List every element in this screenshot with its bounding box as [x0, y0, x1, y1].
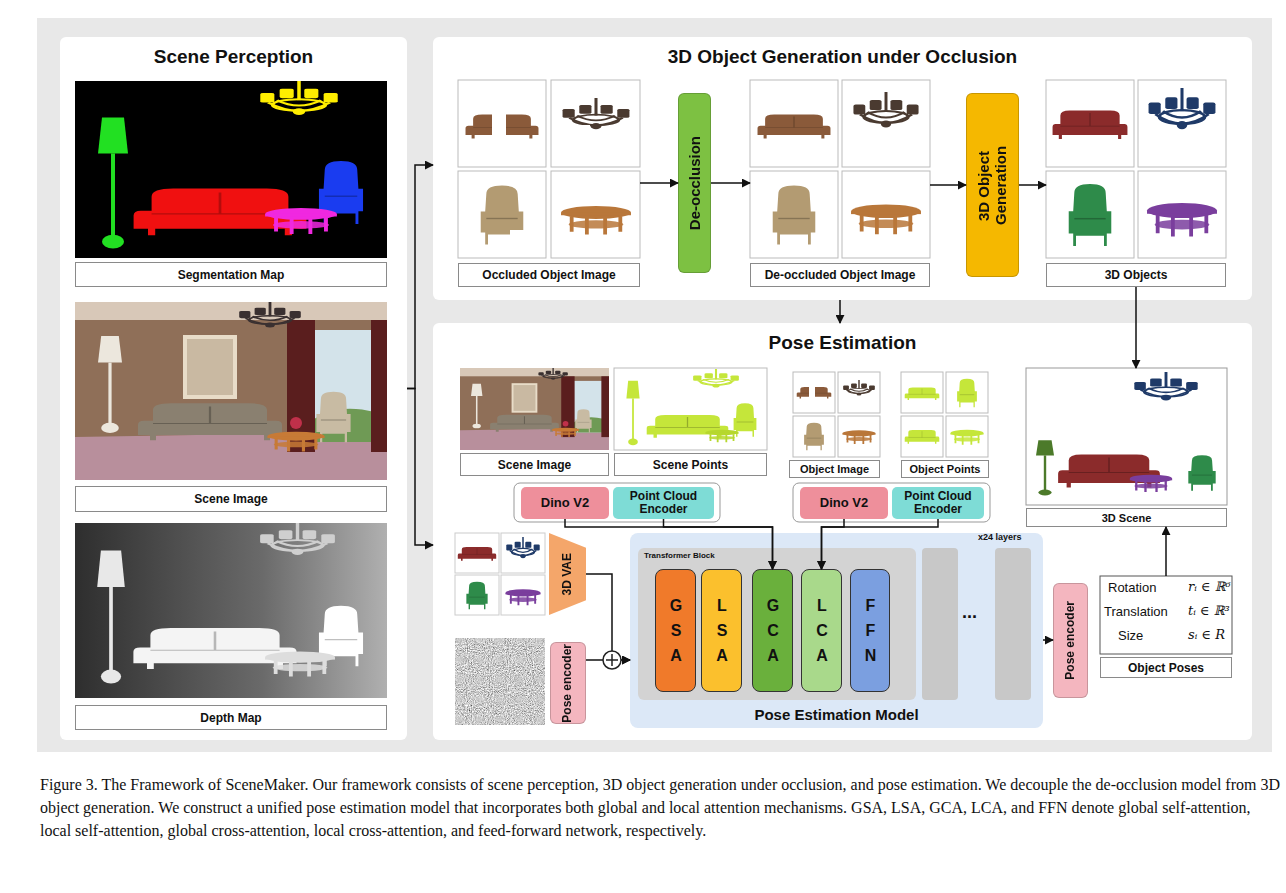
node-text: De-occluded Object Image: [750, 263, 930, 287]
node-text: Occluded Object Image: [458, 263, 640, 287]
node-text: 3D Objects: [1046, 263, 1226, 287]
node-text: Scene Perception: [60, 46, 407, 68]
encoder-box: Point Cloud Encoder: [613, 487, 714, 519]
section-panel: Scene PerceptionSegmentation MapScene Im…: [60, 37, 407, 740]
table-cell: Rotation: [1108, 580, 1156, 595]
image-with-caption: Object Points: [901, 372, 989, 478]
node-text: GCA: [764, 597, 782, 672]
table-cell: sᵢ ∈ R: [1188, 627, 1225, 642]
image-with-caption: 3D Scene: [1026, 368, 1227, 527]
node-text: 3D Object Generation under Occlusion: [433, 46, 1252, 68]
attention-layer: LCA: [801, 569, 842, 692]
image-with-caption: Object Image: [789, 372, 880, 478]
model-container: Pose Estimation Model Transformer BlockGS…: [630, 533, 1043, 728]
image-with-caption: Occluded Object Image: [458, 80, 640, 287]
node-text: Point Cloud Encoder: [892, 490, 984, 516]
node-text: Scene Image: [75, 486, 387, 512]
node-text: De-occlusion: [686, 136, 703, 230]
node-text: FFN: [861, 597, 879, 672]
node-text: Pose Estimation Model: [630, 706, 1043, 723]
encoder-group-outline: [793, 483, 990, 522]
vae-trapezoid: 3D VAE: [549, 533, 586, 615]
image-with-caption: 3D Objects: [1046, 80, 1226, 287]
node-text: Dino V2: [541, 496, 589, 510]
node-text: 3D Scene: [1026, 508, 1227, 527]
node-text: Pose Estimation: [433, 332, 1252, 354]
node-text: Pose encoder: [561, 644, 575, 723]
figure-caption: Figure 3. The Framework of SceneMaker. O…: [40, 773, 1280, 843]
encoder-box: Dino V2: [800, 487, 888, 519]
table-cell: Size: [1118, 628, 1143, 643]
node-text: Object Image: [789, 460, 880, 478]
annotation-text: ...: [962, 602, 977, 623]
encoder-box: Pose encoder: [550, 642, 586, 724]
node-text: Segmentation Map: [75, 262, 387, 287]
node-text: Dino V2: [820, 496, 868, 510]
transformer-block: Transformer BlockGSA LSA GCA LCA FFN: [638, 548, 916, 700]
attention-layer: LSA: [701, 569, 742, 692]
node-text: 3D Object Generation: [975, 133, 1010, 238]
image-with-caption: De-occluded Object Image: [750, 80, 930, 287]
node-text: Point Cloud Encoder: [613, 490, 714, 516]
encoder-box: Dino V2: [521, 487, 609, 519]
image-with-caption: Scene Points: [614, 368, 767, 476]
annotation-text: x24 layers: [978, 532, 1022, 542]
trapezoid-outline: [549, 533, 586, 615]
section-panel: 3D Object Generation under OcclusionOccl…: [433, 37, 1252, 300]
node-text: LSA: [713, 597, 731, 672]
ffn-layer: FFN: [850, 569, 890, 692]
node-text: Transformer Block: [644, 551, 715, 560]
node-text: Object Points: [901, 460, 989, 478]
node-text: 3D VAE: [561, 553, 575, 595]
encoder-box: Point Cloud Encoder: [892, 487, 984, 519]
image-with-caption: Depth Map: [75, 523, 387, 730]
encoder-box: Pose encoder: [1053, 583, 1088, 698]
table-cell: Translation: [1104, 604, 1168, 619]
table-cell: rᵢ ∈ ℝ⁶: [1188, 579, 1231, 594]
node-text: Scene Points: [614, 453, 767, 476]
process-box: 3D Object Generation: [966, 93, 1019, 277]
arrow-connector: [407, 389, 433, 546]
image-with-caption: Scene Image: [460, 368, 609, 476]
node-text: Scene Image: [460, 453, 609, 476]
encoder-group-outline: [514, 483, 720, 522]
node-text: LCA: [813, 597, 831, 672]
node-text: GSA: [667, 597, 685, 672]
node-text: Pose encoder: [1064, 601, 1078, 680]
image-with-caption: Segmentation Map: [75, 81, 387, 287]
arrow-connector: [407, 165, 433, 389]
arrow-connector: [839, 300, 841, 323]
table-cell: tᵢ ∈ ℝ³: [1188, 603, 1230, 618]
section-panel: Pose EstimationScene ImageScene PointsOb…: [433, 323, 1252, 740]
node-text: Depth Map: [75, 705, 387, 730]
attention-layer: GCA: [752, 569, 793, 692]
node-text: Object Poses: [1100, 657, 1232, 678]
attention-layer: GSA: [655, 569, 696, 692]
process-box: De-occlusion: [678, 93, 711, 273]
image-with-caption: Scene Image: [75, 302, 387, 512]
